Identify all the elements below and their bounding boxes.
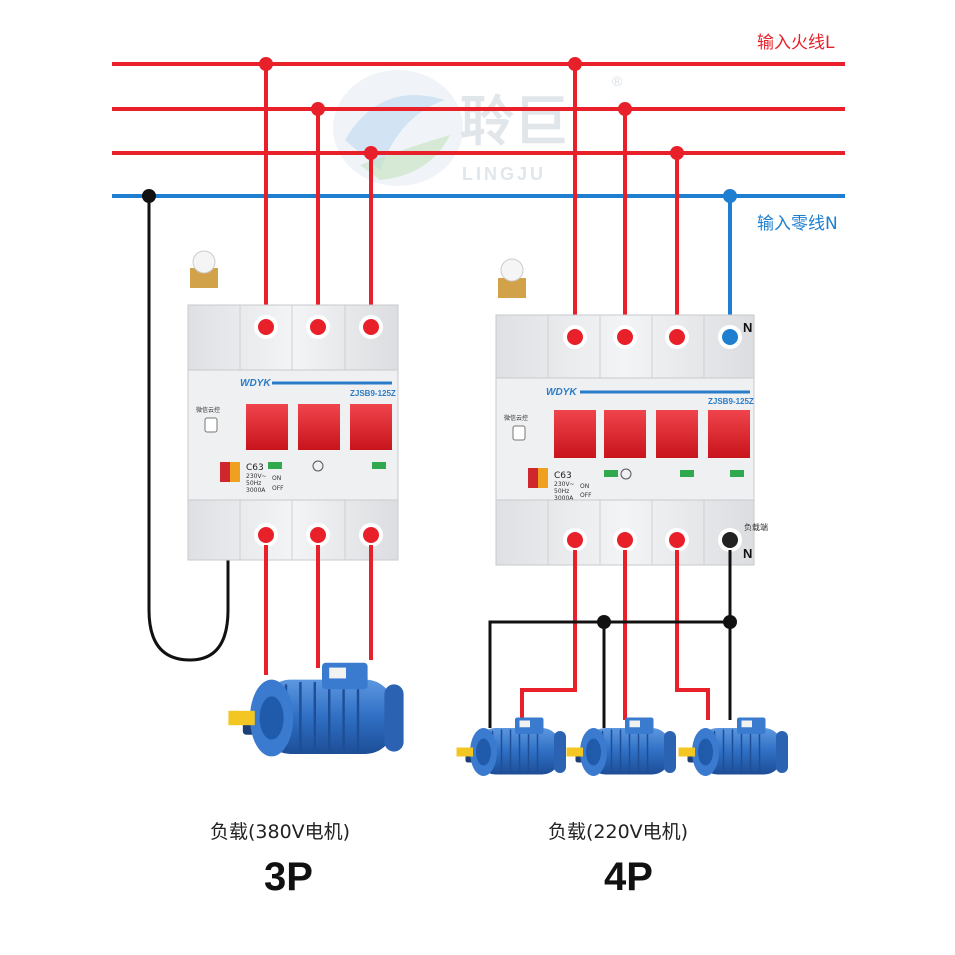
left-load-caption: 负载(380V电机): [210, 821, 350, 843]
watermark-registered: ®: [612, 73, 623, 89]
breaker-3p-spec-1: 50Hz: [246, 480, 261, 487]
breaker-3p-spec-0: 230V~: [246, 473, 267, 480]
breaker-4p-model: ZJSB9-125Z: [708, 397, 754, 406]
breaker-4p-rating: C63: [554, 471, 572, 481]
live-input-label: 输入火线L: [757, 33, 835, 53]
brand-watermark: 聆巨 LINGJU ®: [333, 70, 623, 186]
watermark-brand-en: LINGJU: [462, 164, 546, 184]
right-pole-count: 4P: [604, 855, 653, 899]
breaker-4p-spec-0: 230V~: [554, 481, 575, 488]
breaker-3p-rating: C63: [246, 463, 264, 473]
wifi-icon: [204, 417, 218, 433]
breaker-3p: WDYK ZJSB9-125Z 微信云控 C63 230V~ 50Hz 3000…: [187, 250, 399, 561]
breaker-3p-handle-2[interactable]: [298, 404, 340, 450]
breaker-4p-off: OFF: [580, 492, 592, 499]
breaker-4p-neutral-bottom: N: [743, 546, 752, 561]
breaker-3p-model: ZJSB9-125Z: [350, 389, 396, 398]
right-load-caption: 负载(220V电机): [548, 821, 688, 843]
motor-380v: [227, 661, 405, 758]
bus-lines: [112, 62, 845, 198]
watermark-brand: 聆巨: [460, 92, 568, 152]
left-pole-count: 3P: [264, 855, 313, 899]
motor-220v-1: [455, 716, 567, 777]
breaker-4p-brand: WDYK: [546, 387, 577, 398]
motor-220v-2: [565, 716, 677, 777]
breaker-4p-spec-1: 50Hz: [554, 488, 569, 495]
breaker-4p: WDYK ZJSB9-125Z 微信云控 C63 230V~ 50Hz 3000…: [495, 258, 768, 566]
ground-loop-wire: [147, 196, 230, 662]
output-wires-3p: [264, 545, 373, 675]
breaker-3p-brand: WDYK: [240, 378, 271, 389]
feed-wires: [264, 64, 732, 337]
breaker-4p-spec-2: 3000A: [554, 495, 574, 502]
breaker-3p-handle-3[interactable]: [350, 404, 392, 450]
breaker-3p-on: ON: [272, 475, 281, 482]
breaker-4p-handle-1[interactable]: [554, 410, 596, 458]
breaker-4p-on: ON: [580, 483, 589, 490]
breaker-4p-control-label: 微信云控: [504, 414, 528, 422]
breaker-3p-off: OFF: [272, 485, 284, 492]
wifi-icon: [512, 425, 526, 441]
breaker-4p-handle-4[interactable]: [708, 410, 750, 458]
neutral-input-label: 输入零线N: [757, 214, 838, 234]
motor-220v-3: [677, 716, 789, 777]
breaker-4p-handle-3[interactable]: [656, 410, 698, 458]
breaker-3p-handle-1[interactable]: [246, 404, 288, 450]
breaker-3p-spec-2: 3000A: [246, 487, 266, 494]
breaker-4p-neutral-top: N: [743, 320, 752, 335]
breaker-3p-control-label: 微信云控: [196, 406, 220, 414]
certification-icon: [620, 468, 632, 480]
breaker-4p-handle-2[interactable]: [604, 410, 646, 458]
breaker-4p-load-side: 负载端: [744, 522, 768, 532]
output-wires-4p: [488, 550, 732, 728]
certification-icon: [312, 460, 324, 472]
